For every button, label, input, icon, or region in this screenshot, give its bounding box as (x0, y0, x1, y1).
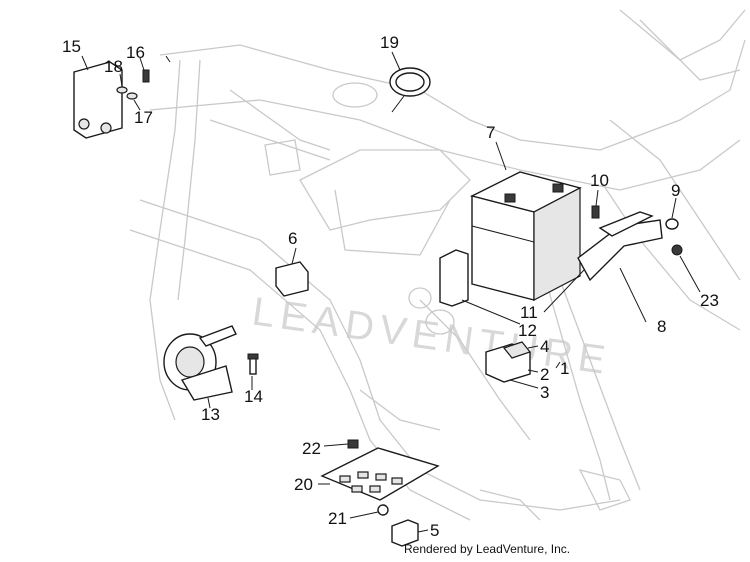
part-fixing (665, 218, 683, 256)
part-clip (591, 205, 600, 219)
part-horn (163, 325, 237, 401)
callout-labels: 15 16 18 17 19 7 10 9 6 23 8 11 12 4 1 2… (62, 33, 719, 540)
part-relay-small (391, 519, 419, 547)
callout-14: 14 (244, 387, 263, 406)
callout-22: 22 (302, 439, 321, 458)
part-support-plate (320, 447, 440, 501)
callout-18: 18 (104, 57, 123, 76)
part-bracket (73, 61, 123, 139)
part-battery-strap (577, 211, 663, 282)
callout-17: 17 (134, 108, 153, 127)
frame-outline (129, 9, 746, 521)
callout-23: 23 (700, 291, 719, 310)
callout-1: 1 (560, 359, 569, 378)
part-relay-group (485, 341, 532, 383)
part-horn-screw (247, 353, 259, 375)
part-screw-and-washers (116, 69, 150, 100)
callout-12: 12 (518, 321, 537, 340)
callout-8: 8 (657, 317, 666, 336)
callout-10: 10 (590, 171, 609, 190)
callout-9: 9 (671, 181, 680, 200)
callout-21: 21 (328, 509, 347, 528)
callout-2: 2 (540, 365, 549, 384)
callout-13: 13 (201, 405, 220, 424)
credit-text: Rendered by LeadVenture, Inc. (404, 542, 571, 556)
part-clip-plate (347, 439, 359, 449)
part-hose-clamp (389, 67, 431, 113)
part-nut (377, 504, 389, 516)
callout-19: 19 (380, 33, 399, 52)
part-relay (275, 261, 309, 297)
callout-15: 15 (62, 37, 81, 56)
callout-16: 16 (126, 43, 145, 62)
callout-6: 6 (288, 229, 297, 248)
callout-5: 5 (430, 521, 439, 540)
leader-lines (81, 51, 701, 533)
part-battery (470, 171, 582, 301)
callout-4: 4 (540, 337, 549, 356)
callout-20: 20 (294, 475, 313, 494)
callout-3: 3 (540, 383, 549, 402)
callout-11: 11 (520, 303, 538, 322)
part-rubber-pad (439, 249, 469, 307)
callout-7: 7 (486, 123, 495, 142)
